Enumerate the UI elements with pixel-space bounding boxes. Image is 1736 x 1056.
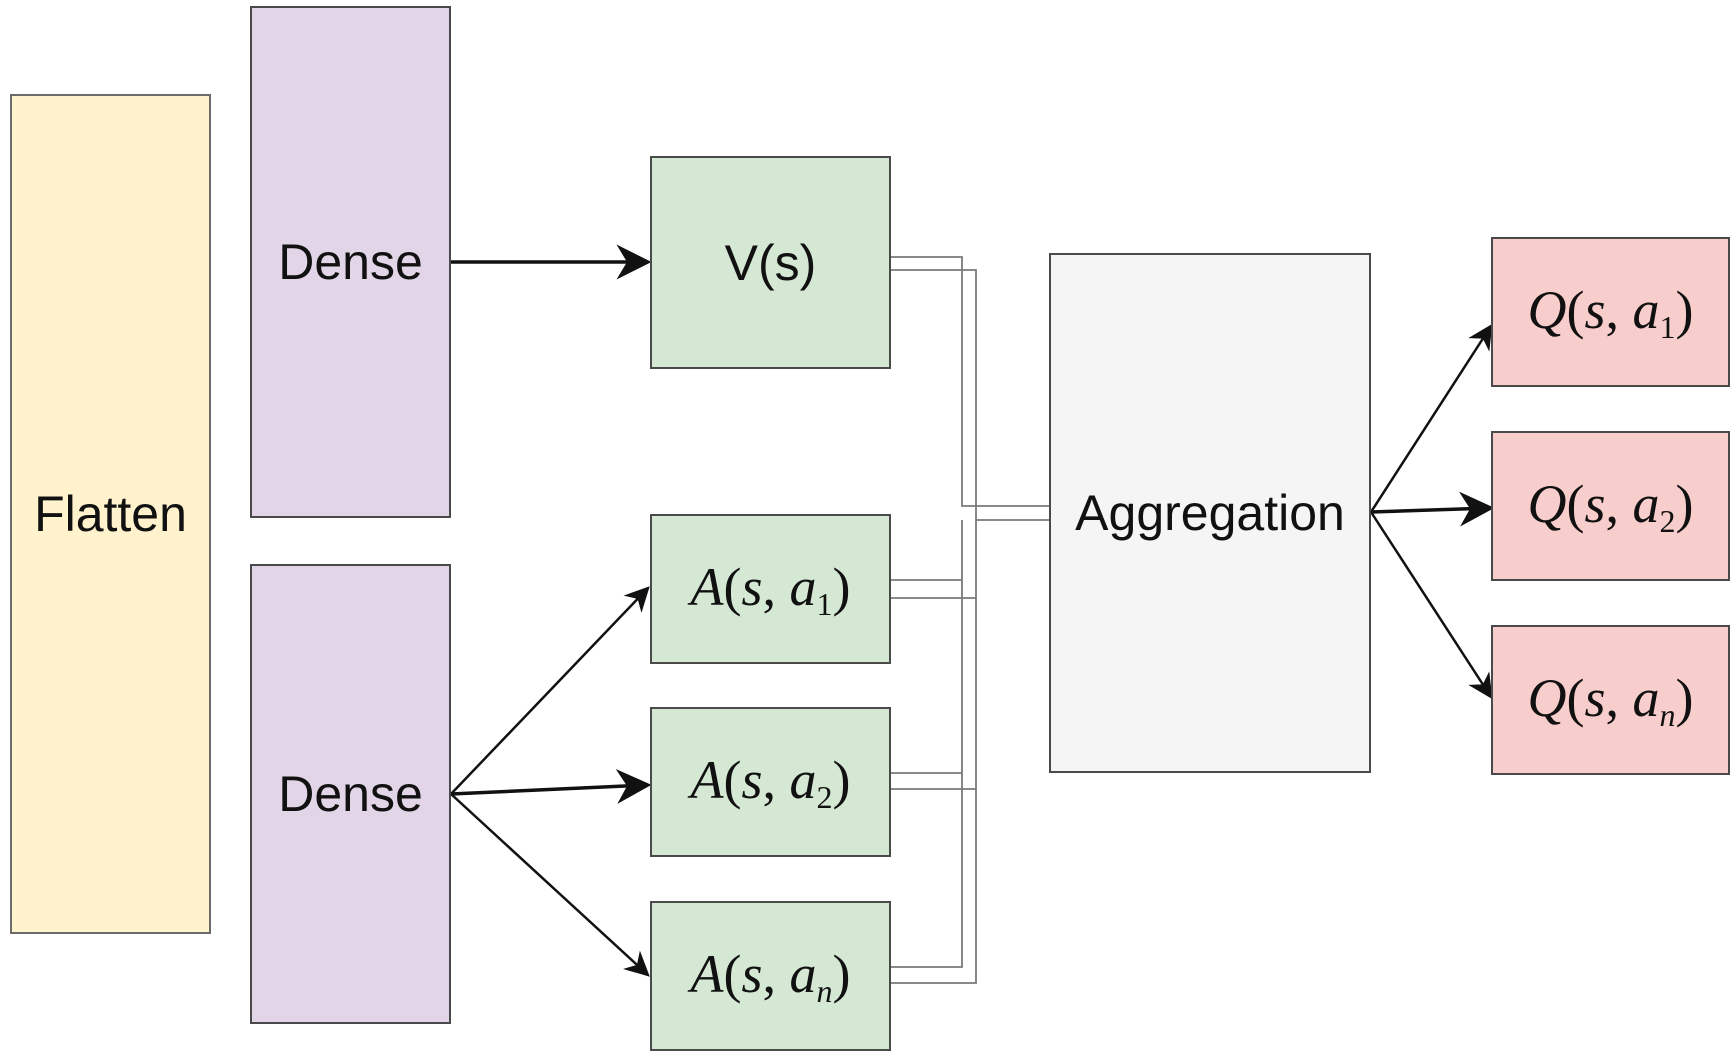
advantage-node-2: A(s, a2) [650,707,891,857]
advantage-label-1: A(s, a1) [690,556,851,622]
dense-top-label: Dense [278,234,423,290]
q-value-label-1: Q(s, a1) [1527,279,1694,345]
dense-bottom-label: Dense [278,766,423,822]
flatten-label: Flatten [34,486,187,542]
arrow-dense-to-adv-n [450,793,650,977]
dense-layer-advantage-stream: Dense [250,564,451,1024]
q-value-node-1: Q(s, a1) [1491,237,1730,387]
value-label: V(s) [724,234,817,291]
arrow-agg-to-q-n [1369,511,1493,700]
aggregation-bus [891,256,1049,984]
advantage-node-1: A(s, a1) [650,514,891,664]
q-value-label-2: Q(s, a2) [1527,473,1694,539]
advantage-node-n: A(s, an) [650,901,891,1051]
q-value-label-n: Q(s, an) [1527,667,1694,733]
advantage-label-2: A(s, a2) [690,749,851,815]
q-value-node-2: Q(s, a2) [1491,431,1730,581]
dense-layer-value-stream: Dense [250,6,451,518]
arrow-dense-to-adv-1 [450,586,650,795]
arrow-agg-to-q-1 [1369,323,1493,513]
q-value-node-n: Q(s, an) [1491,625,1730,775]
value-node: V(s) [650,156,891,369]
aggregation-label: Aggregation [1075,485,1345,541]
aggregation-node: Aggregation [1049,253,1371,773]
arrow-dense-to-adv-2 [450,768,652,804]
flatten-layer: Flatten [10,94,211,934]
arrow-agg-to-q-2 [1370,491,1495,527]
advantage-label-n: A(s, an) [690,943,851,1009]
